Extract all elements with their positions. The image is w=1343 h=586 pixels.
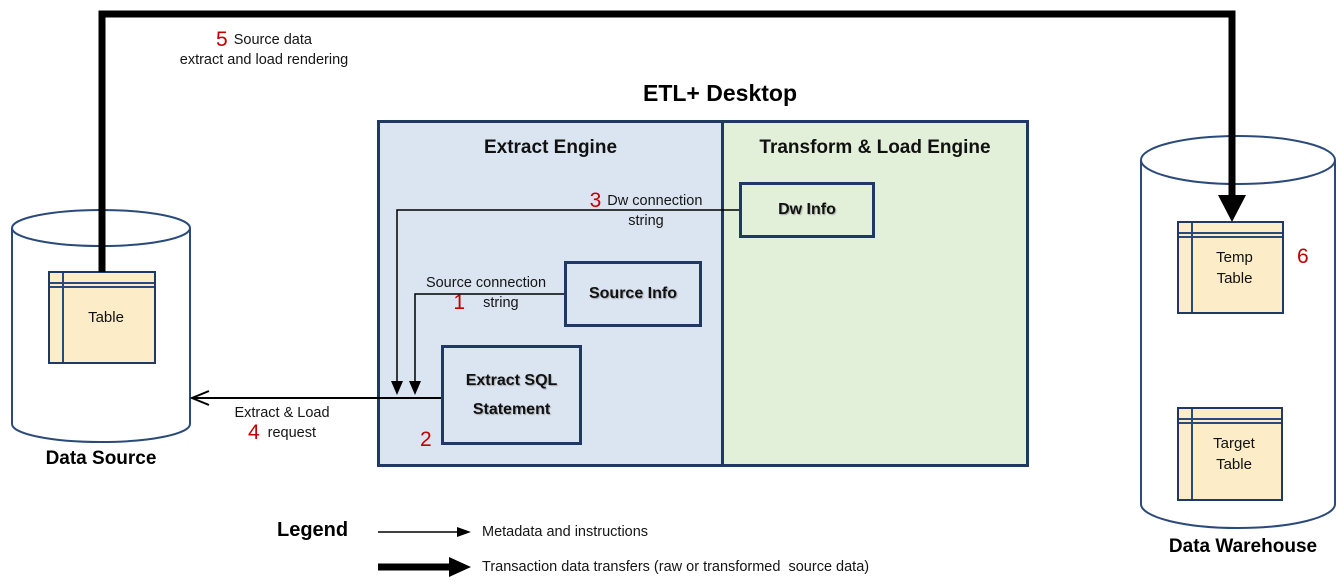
annotation-1-number: 1 [453,291,466,314]
extract-sql-statement-label: Extract SQL Statement [465,372,558,418]
extract-sql-statement-box: Extract SQL Statement [441,345,582,445]
target-table-icon: Target Table [1177,407,1283,501]
page-title: ETL+ Desktop [642,80,797,106]
transform-load-engine-panel: Transform & Load Engine [724,123,1026,464]
table-column-line [1191,409,1193,499]
source-info-box: Source Info [564,261,702,327]
dw-info-label: Dw Info [778,201,836,218]
temp-table-label: Temp Table [1216,248,1253,287]
source-table-icon: Table [48,271,156,364]
legend-thick-arrow-label: Transaction data transfers (raw or trans… [482,559,870,575]
annotation-5-number: 5 [216,28,228,51]
annotation-4-number: 4 [247,421,260,444]
table-column-line [62,273,64,362]
legend-thin-arrow-icon [378,527,471,537]
transform-load-engine-title: Transform & Load Engine [759,137,991,158]
legend-thin-arrow-label: Metadata and instructions [482,524,649,540]
data-source-caption: Data Source [45,448,157,469]
source-info-label: Source Info [588,285,677,302]
table-header-lines [1179,418,1281,424]
annotation-6-number: 6 [1297,245,1309,268]
table-header-lines [50,282,154,288]
source-table-label: Table [88,309,124,326]
data-warehouse-caption: Data Warehouse [1168,536,1318,557]
target-table-label: Target Table [1213,435,1255,473]
table-header-lines [1179,232,1282,238]
annotation-2-number: 2 [420,428,432,451]
annotation-3-number: 3 [589,189,602,212]
temp-table-icon: Temp Table [1177,221,1284,314]
legend-thick-arrow-icon [378,557,471,577]
legend-title: Legend [277,519,349,541]
extract-engine-title: Extract Engine [483,137,618,158]
dw-info-box: Dw Info [739,182,875,238]
table-column-line [1191,223,1193,312]
